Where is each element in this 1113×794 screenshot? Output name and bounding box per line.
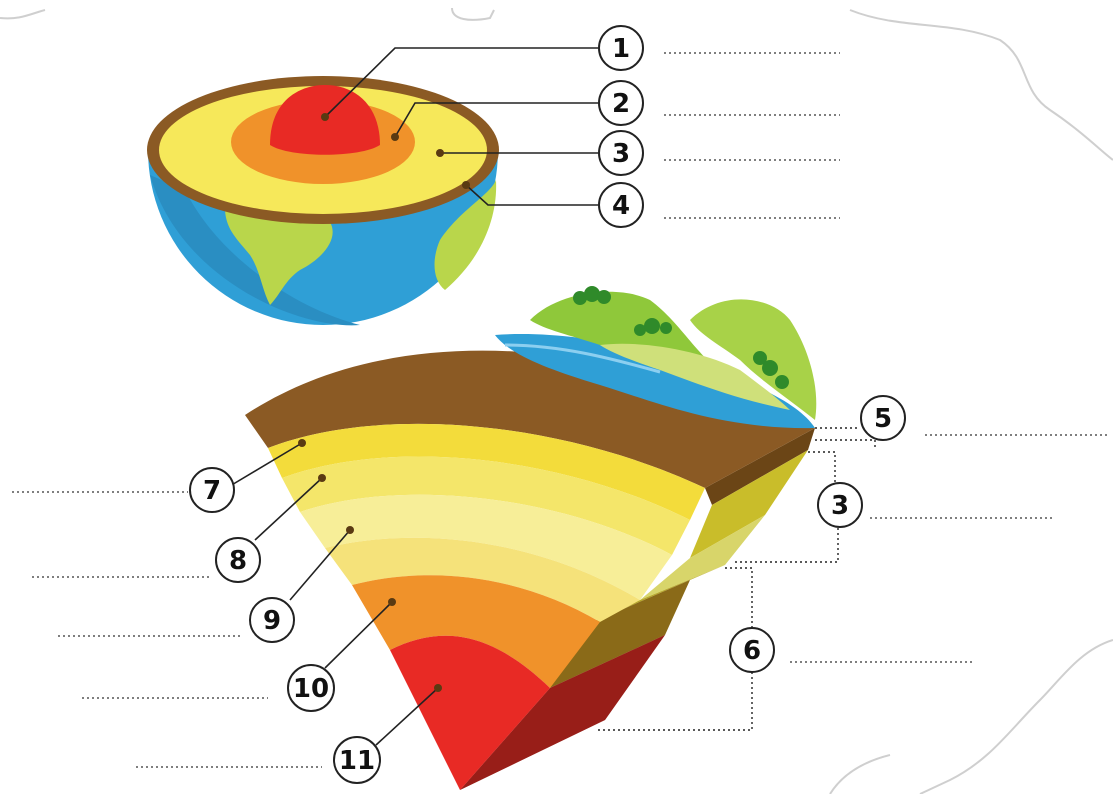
continent-south-america <box>225 208 333 305</box>
marker-3a: 3 <box>598 130 644 176</box>
front-upper-mantle-1 <box>268 423 705 520</box>
earth-hemisphere <box>147 76 499 326</box>
front-upper-mantle-2 <box>282 456 690 555</box>
marker-5-label: 5 <box>874 404 892 434</box>
marker-11-label: 11 <box>339 746 375 776</box>
top-land-hill-2 <box>690 299 817 420</box>
marker-2: 2 <box>598 80 644 126</box>
side-crust <box>705 428 815 505</box>
front-lower-mantle <box>325 537 640 622</box>
marker-9: 9 <box>249 597 295 643</box>
marker-1-label: 1 <box>612 34 630 64</box>
marker-6-label: 6 <box>743 636 761 666</box>
top-ocean-highlight <box>504 343 661 374</box>
marker-9-label: 9 <box>263 606 281 636</box>
top-land-field <box>600 343 790 410</box>
top-bushes <box>573 286 789 389</box>
front-outer-core <box>352 575 600 688</box>
side-shadow <box>460 635 665 790</box>
marker-8: 8 <box>215 537 261 583</box>
marker-7: 7 <box>189 467 235 513</box>
hemisphere-shade <box>150 175 360 326</box>
background-map-lines <box>0 7 1113 794</box>
marker-4-label: 4 <box>612 191 630 221</box>
marker-10: 10 <box>287 664 335 712</box>
marker-4: 4 <box>598 182 644 228</box>
side-upper-mantle <box>690 450 808 558</box>
leader-lines <box>229 47 876 746</box>
continent-africa <box>434 180 497 290</box>
answer-blanks <box>12 52 1108 768</box>
marker-6: 6 <box>729 627 775 673</box>
side-mid-mantle <box>640 515 765 600</box>
front-inner-core <box>390 635 550 790</box>
side-outer-core <box>550 580 690 688</box>
marker-11: 11 <box>333 736 381 784</box>
marker-2-label: 2 <box>612 89 630 119</box>
marker-3b-label: 3 <box>831 491 849 521</box>
marker-5: 5 <box>860 395 906 441</box>
front-mid-mantle <box>300 494 672 600</box>
top-ocean <box>495 334 815 429</box>
marker-1: 1 <box>598 25 644 71</box>
marker-7-label: 7 <box>203 476 221 506</box>
marker-3b: 3 <box>817 482 863 528</box>
marker-8-label: 8 <box>229 546 247 576</box>
marker-10-label: 10 <box>293 674 329 704</box>
earth-wedge <box>245 286 817 790</box>
marker-3a-label: 3 <box>612 139 630 169</box>
